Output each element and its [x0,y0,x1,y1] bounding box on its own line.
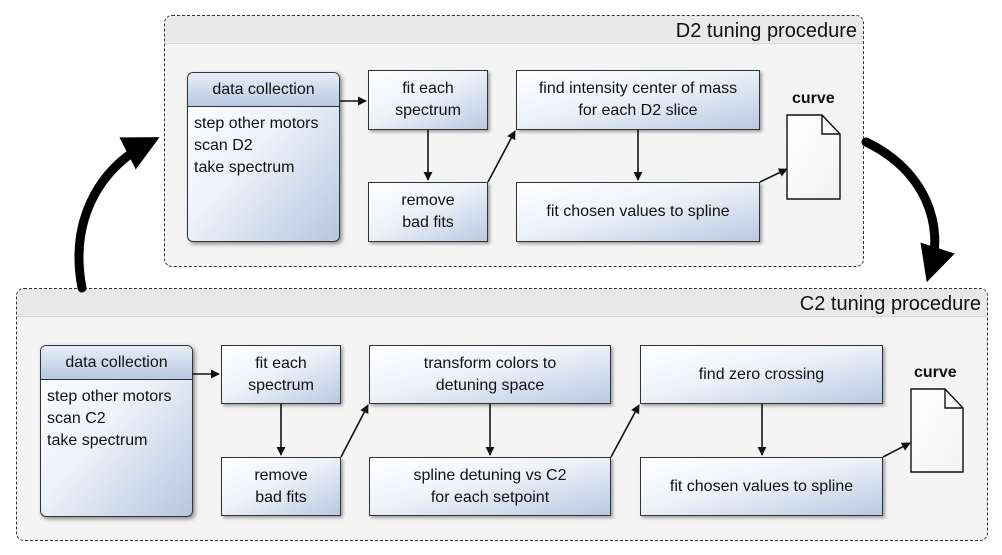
c2-find-zero-crossing-box: find zero crossing [640,345,883,404]
c2-remove-bad-fits-box: remove bad fits [221,457,341,516]
d2-find-center-label: find intensity center of mass for each D… [538,80,738,119]
c2-panel-title: C2 tuning procedure [17,289,987,317]
c2-fit-each-spectrum-label: fit each spectrum [248,354,314,394]
d2-fit-chosen-values-label: fit chosen values to spline [546,203,730,220]
c2-data-collection-box: data collection step other motors scan C… [40,345,193,517]
c2-transform-colors-label: transform colors to detuning space [423,354,557,394]
d2-data-collection-box: data collection step other motors scan D… [187,72,340,242]
c2-spline-detuning-box: spline detuning vs C2 for each setpoint [369,457,611,516]
d2-data-collection-header: data collection [188,73,339,107]
c2-fit-chosen-values-box: fit chosen values to spline [640,457,883,516]
d2-remove-bad-fits-box: remove bad fits [368,182,488,242]
c2-remove-bad-fits-label: remove bad fits [254,466,308,506]
d2-fit-each-spectrum-label: fit each spectrum [395,80,461,119]
d2-curve-label: curve [792,90,835,107]
d2-fit-chosen-values-box: fit chosen values to spline [516,182,760,242]
d2-data-collection-body: step other motors scan D2 take spectrum [194,115,319,176]
c2-data-collection-body: step other motors scan C2 take spectrum [47,388,172,449]
c2-fit-chosen-values-label: fit chosen values to spline [669,477,854,495]
c2-curve-label: curve [914,364,957,381]
c2-to-d2-loop-arrow [74,137,160,293]
d2-panel-title: D2 tuning procedure [165,16,863,44]
c2-transform-colors-box: transform colors to detuning space [369,345,611,404]
c2-find-zero-crossing-label: find zero crossing [698,365,825,383]
c2-fit-each-spectrum-box: fit each spectrum [221,345,341,404]
d2-to-c2-loop-arrow [861,137,955,283]
d2-fit-each-spectrum-box: fit each spectrum [368,70,488,130]
c2-data-collection-header: data collection [41,346,192,380]
c2-spline-detuning-label: spline detuning vs C2 for each setpoint [413,466,567,506]
d2-find-center-box: find intensity center of mass for each D… [516,70,760,130]
d2-remove-bad-fits-label: remove bad fits [401,192,455,231]
